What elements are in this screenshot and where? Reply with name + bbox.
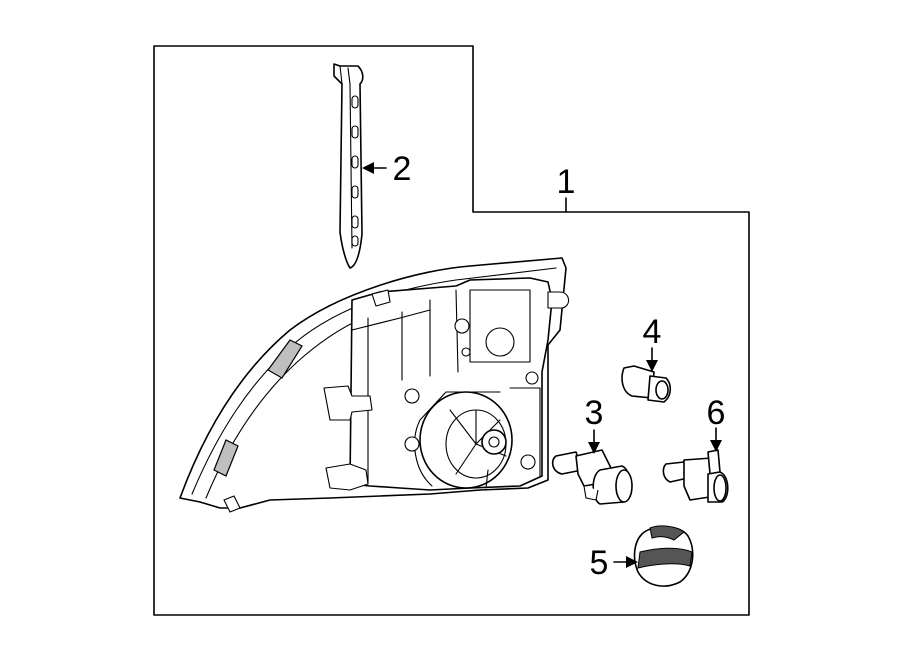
housing-clip xyxy=(325,463,369,491)
housing-bolt-hole xyxy=(461,347,471,357)
cap-band xyxy=(637,547,693,569)
callout-4: 4 xyxy=(643,313,662,351)
headlamp-bulb[interactable] xyxy=(551,449,633,505)
bracket-slot xyxy=(351,155,359,169)
assembly-frame xyxy=(153,45,750,616)
callout-6: 6 xyxy=(707,394,726,432)
arrowhead-3 xyxy=(588,442,600,454)
bulb-tab xyxy=(583,485,599,501)
housing-rib xyxy=(351,309,431,331)
socket-barrel-end xyxy=(713,474,727,502)
headlamp-assembly[interactable] xyxy=(179,257,570,513)
callout-1: 1 xyxy=(557,163,576,201)
housing-bolt-hole xyxy=(485,327,515,357)
bracket-slot xyxy=(351,125,359,139)
bracket-fold xyxy=(339,65,353,249)
mount-boss xyxy=(547,291,570,309)
bulb-base-end xyxy=(615,469,633,503)
marker-bulb[interactable] xyxy=(621,365,672,403)
bulb-socket[interactable] xyxy=(662,449,729,503)
callout-3: 3 xyxy=(585,394,604,432)
lens-notch xyxy=(213,439,239,477)
housing-screw xyxy=(404,388,420,404)
lens-tab xyxy=(223,495,241,513)
socket-center xyxy=(481,429,507,455)
mounting-bracket[interactable] xyxy=(333,63,364,269)
housing-screw xyxy=(520,454,536,470)
bracket-slot xyxy=(351,215,359,229)
lens-inner-edge xyxy=(191,267,557,495)
arrowhead-5 xyxy=(626,556,638,568)
lens-notch xyxy=(267,339,303,379)
housing-bolt-hole xyxy=(454,318,470,334)
marker-bulb-end xyxy=(655,380,669,400)
mount-tab xyxy=(371,289,391,307)
reflector-shell xyxy=(414,391,501,487)
callout-5: 5 xyxy=(590,544,609,582)
socket-cap[interactable] xyxy=(633,525,694,587)
bracket-slot xyxy=(351,185,359,199)
housing-rib xyxy=(469,289,531,363)
housing-screw xyxy=(404,436,420,452)
arrowhead-6 xyxy=(710,440,722,452)
bracket-slot xyxy=(351,95,359,109)
callout-2: 2 xyxy=(393,150,412,188)
socket-neck xyxy=(707,449,721,475)
housing-rib xyxy=(485,387,541,489)
bracket-body xyxy=(333,63,364,269)
socket-center-inner xyxy=(488,436,500,448)
housing-clip xyxy=(323,385,373,421)
cap-band-top xyxy=(649,525,685,541)
housing-screw xyxy=(525,371,539,385)
arrowhead-2 xyxy=(362,162,374,174)
bracket-slot xyxy=(351,235,359,247)
arrowhead-4 xyxy=(646,360,658,372)
